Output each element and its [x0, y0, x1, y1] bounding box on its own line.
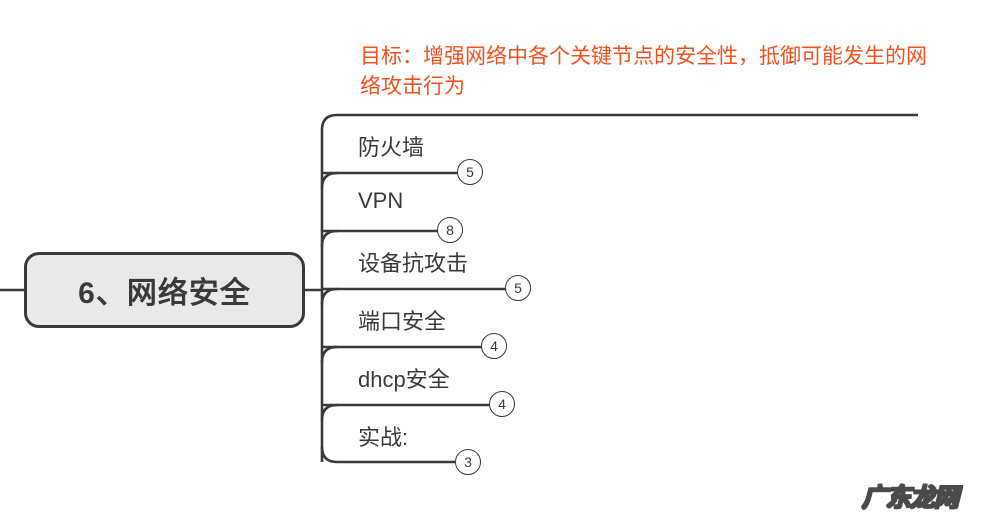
- elbow-cap-3: [320, 287, 339, 306]
- topic-label-device-anti-attack[interactable]: 设备抗攻击: [358, 251, 469, 276]
- branch-elbow-goal: [320, 113, 918, 131]
- count-badge-port-security[interactable]: 4: [481, 333, 507, 359]
- count-badge-practice[interactable]: 3: [455, 449, 481, 475]
- count-badge-device-anti-attack[interactable]: 5: [505, 275, 531, 301]
- count-badge-firewall[interactable]: 5: [457, 159, 483, 185]
- elbow-cap-5: [320, 403, 339, 422]
- goal-statement: 目标：增强网络中各个关键节点的安全性，抵御可能发生的网络攻击行为: [360, 45, 927, 98]
- elbow-cap-2: [320, 229, 339, 248]
- count-badge-vpn[interactable]: 8: [437, 217, 463, 243]
- count-badge-dhcp-security[interactable]: 4: [489, 391, 515, 417]
- root-node[interactable]: 6、网络安全: [24, 252, 305, 328]
- watermark: 广东龙网: [861, 482, 960, 513]
- branch-elbow-2: [320, 229, 438, 233]
- root-node-label: 6、网络安全: [78, 277, 251, 310]
- topic-label-dhcp-security[interactable]: dhcp安全: [358, 367, 450, 392]
- topic-label-port-security[interactable]: 端口安全: [358, 309, 447, 334]
- topic-label-practice[interactable]: 实战:: [358, 425, 409, 450]
- branch-elbow-1: [320, 171, 458, 175]
- elbow-cap-4: [320, 345, 339, 364]
- topic-label-vpn[interactable]: VPN: [358, 188, 404, 213]
- topic-label-firewall[interactable]: 防火墙: [358, 135, 425, 160]
- elbow-cap-1: [320, 171, 339, 190]
